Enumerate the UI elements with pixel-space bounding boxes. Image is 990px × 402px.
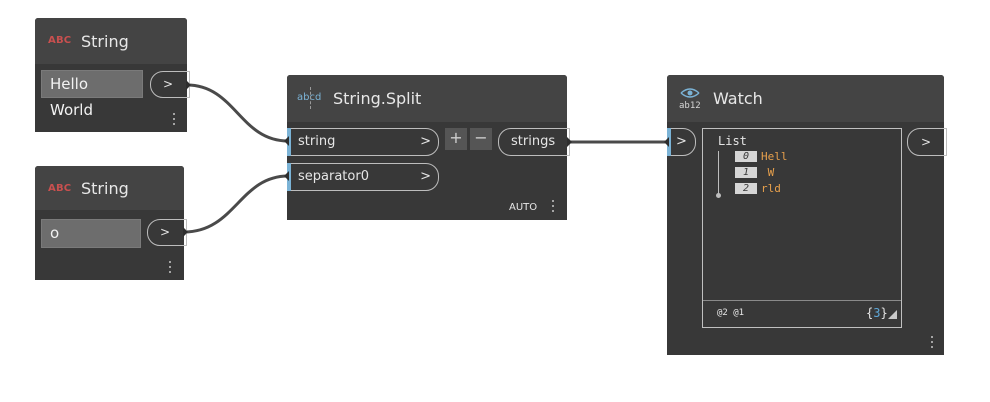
chevron-right-icon: > [420,169,431,184]
port-accent [287,128,291,156]
node-title: Watch [713,89,763,108]
watch-icon [678,84,702,114]
list-levels: @2 @1 [717,308,745,318]
node-title: String.Split [333,89,422,108]
node-menu-icon[interactable] [169,261,173,276]
list-item-index: 0 [735,151,757,162]
output-port-strings[interactable]: strings [498,128,570,156]
port-label: strings [511,134,556,149]
string-node-hello[interactable]: ABC String Hello World > [35,18,190,132]
abc-icon: ABC [48,35,72,46]
node-header[interactable] [287,75,567,122]
list-item-value: W [761,166,775,179]
wire-hello-to-string[interactable] [186,83,289,143]
wire-o-to-separator[interactable] [183,174,289,234]
list-item-index: 2 [735,183,757,194]
input-port[interactable]: > [667,128,696,156]
string-value-input[interactable]: o [41,219,141,248]
chevron-right-icon: > [921,135,932,149]
list-item-value: Hell [761,150,788,163]
input-port-string[interactable]: string > [287,128,439,156]
list-item-index: 1 [735,167,757,178]
watch-node[interactable]: ab12 Watch > > List 0 Hell 1 W 2 rld @2 … [667,75,947,355]
list-tree-line [718,151,719,195]
abc-icon: ABC [48,183,72,194]
input-port-separator[interactable]: separator0 > [287,163,439,191]
resize-handle-icon[interactable] [888,310,897,319]
node-header[interactable] [35,166,184,210]
node-header[interactable] [667,75,944,122]
output-port[interactable]: > [147,219,187,246]
chevron-right-icon: > [420,134,431,149]
chevron-right-icon: > [163,77,174,91]
watch-icon-label: ab12 [679,101,701,111]
string-split-node[interactable]: abcd String.Split string > separator0 > … [287,75,570,220]
remove-input-button[interactable]: − [470,128,492,150]
port-accent [667,128,671,156]
list-item-value: rld [761,182,781,195]
string-split-icon: abcd [297,92,322,103]
node-menu-icon[interactable] [552,200,556,215]
chevron-right-icon: > [160,225,171,239]
string-node-o[interactable]: ABC String o > [35,166,187,280]
node-title: String [81,179,129,198]
add-input-button[interactable]: + [445,128,467,150]
lacing-label[interactable]: AUTO [509,202,538,213]
chevron-right-icon: > [676,134,687,149]
split-icon-divider [310,87,312,109]
node-menu-icon[interactable] [173,113,177,128]
list-tree-dot [716,193,721,198]
node-menu-icon[interactable] [931,336,935,351]
item-count: {3} [866,306,888,320]
list-title: List [718,134,747,148]
port-label: string [298,134,336,149]
watch-footer: @2 @1 {3} [703,300,901,327]
port-accent [287,163,291,191]
port-label: separator0 [298,169,369,184]
string-value-input[interactable]: Hello World [41,70,143,119]
node-header[interactable] [35,18,187,64]
node-title: String [81,32,129,51]
eye-icon [680,88,700,98]
watch-preview-panel[interactable]: List 0 Hell 1 W 2 rld @2 @1 {3} [702,128,902,328]
output-port[interactable]: > [150,71,190,98]
output-port[interactable]: > [907,128,947,156]
